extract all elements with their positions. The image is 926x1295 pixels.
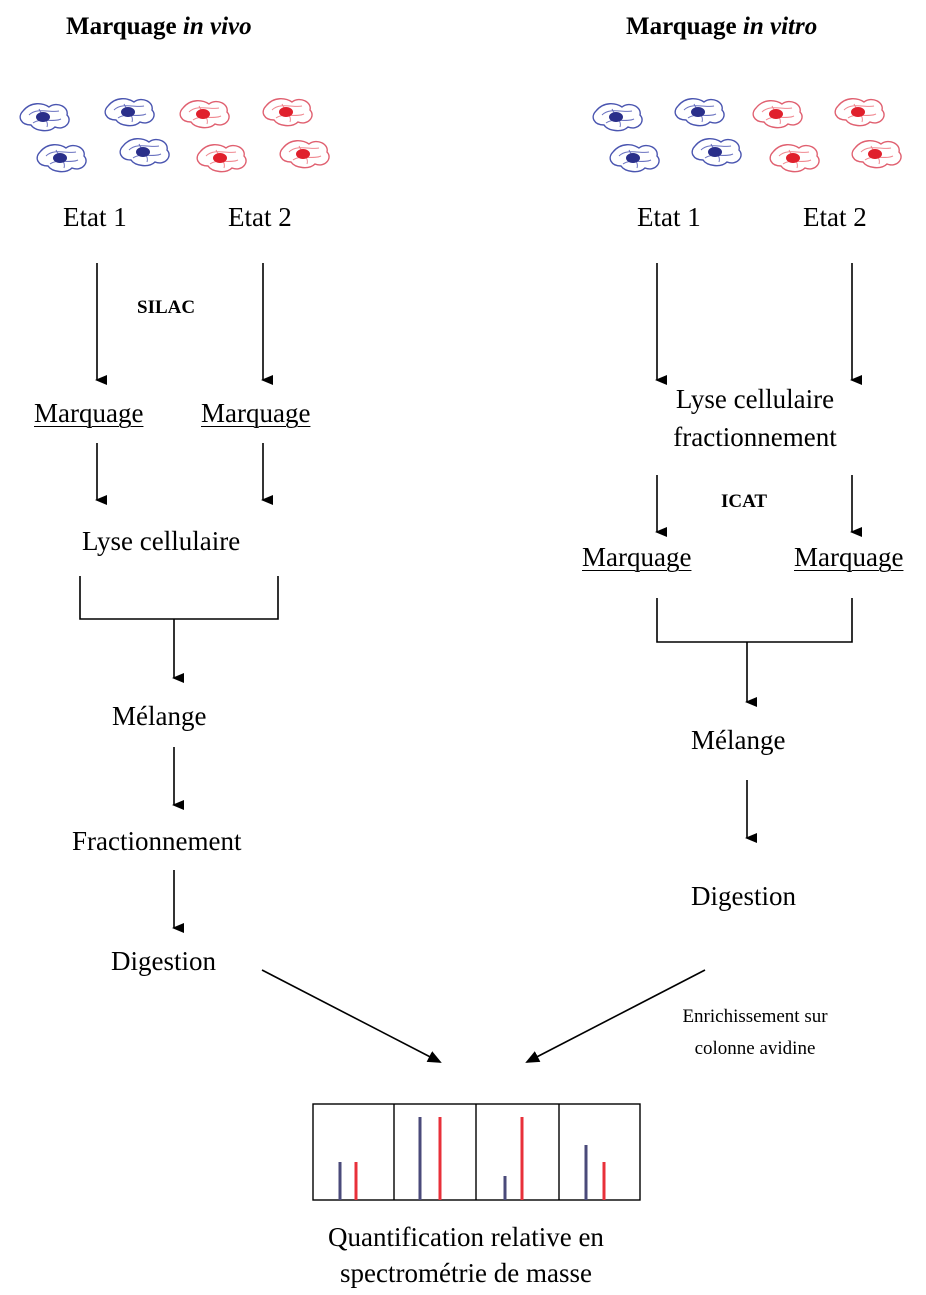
left-mark1-label: Marquage <box>34 398 144 428</box>
cells-left-state1 <box>19 98 170 173</box>
cells-right-state1 <box>592 98 742 173</box>
left-lysis-label: Lyse cellulaire <box>82 526 241 556</box>
enrichment-line2: colonne avidine <box>694 1038 816 1059</box>
right-digestion-label: Digestion <box>691 881 796 911</box>
bracket-right-merge <box>656 598 853 643</box>
left-mark2-label: Marquage <box>201 398 311 428</box>
right-lysis-line2: fractionnement <box>673 422 837 452</box>
cells-right-state2 <box>752 98 902 173</box>
spectrum-peaks <box>338 1117 606 1200</box>
right-mark1-label: Marquage <box>582 542 692 572</box>
right-lysis-line1: Lyse cellulaire <box>675 384 835 414</box>
left-fraction-label: Fractionnement <box>72 826 242 856</box>
right-state1-label: Etat 1 <box>637 202 701 232</box>
left-mix-label: Mélange <box>112 701 207 731</box>
silac-label: SILAC <box>137 297 196 318</box>
bracket-left-merge <box>79 576 279 620</box>
icat-label: ICAT <box>721 491 768 512</box>
title-in-vivo: Marquage in vivo <box>66 13 252 40</box>
cells-left-state2 <box>179 98 330 173</box>
right-mix-label: Mélange <box>691 725 786 755</box>
arrow-left-digestion-to-result <box>261 969 442 1063</box>
left-state2-label: Etat 2 <box>228 202 292 232</box>
right-mark2-label: Marquage <box>794 542 904 572</box>
title-in-vitro: Marquage in vitro <box>626 13 818 40</box>
mass-spectrum-box <box>312 1103 641 1201</box>
right-state2-label: Etat 2 <box>803 202 867 232</box>
left-digestion-label: Digestion <box>111 946 216 976</box>
left-state1-label: Etat 1 <box>63 202 127 232</box>
arrow-right-digestion-to-result <box>525 969 706 1063</box>
result-line1: Quantification relative en <box>328 1222 604 1252</box>
enrichment-line1: Enrichissement sur <box>682 1006 828 1027</box>
result-line2: spectrométrie de masse <box>340 1258 592 1288</box>
